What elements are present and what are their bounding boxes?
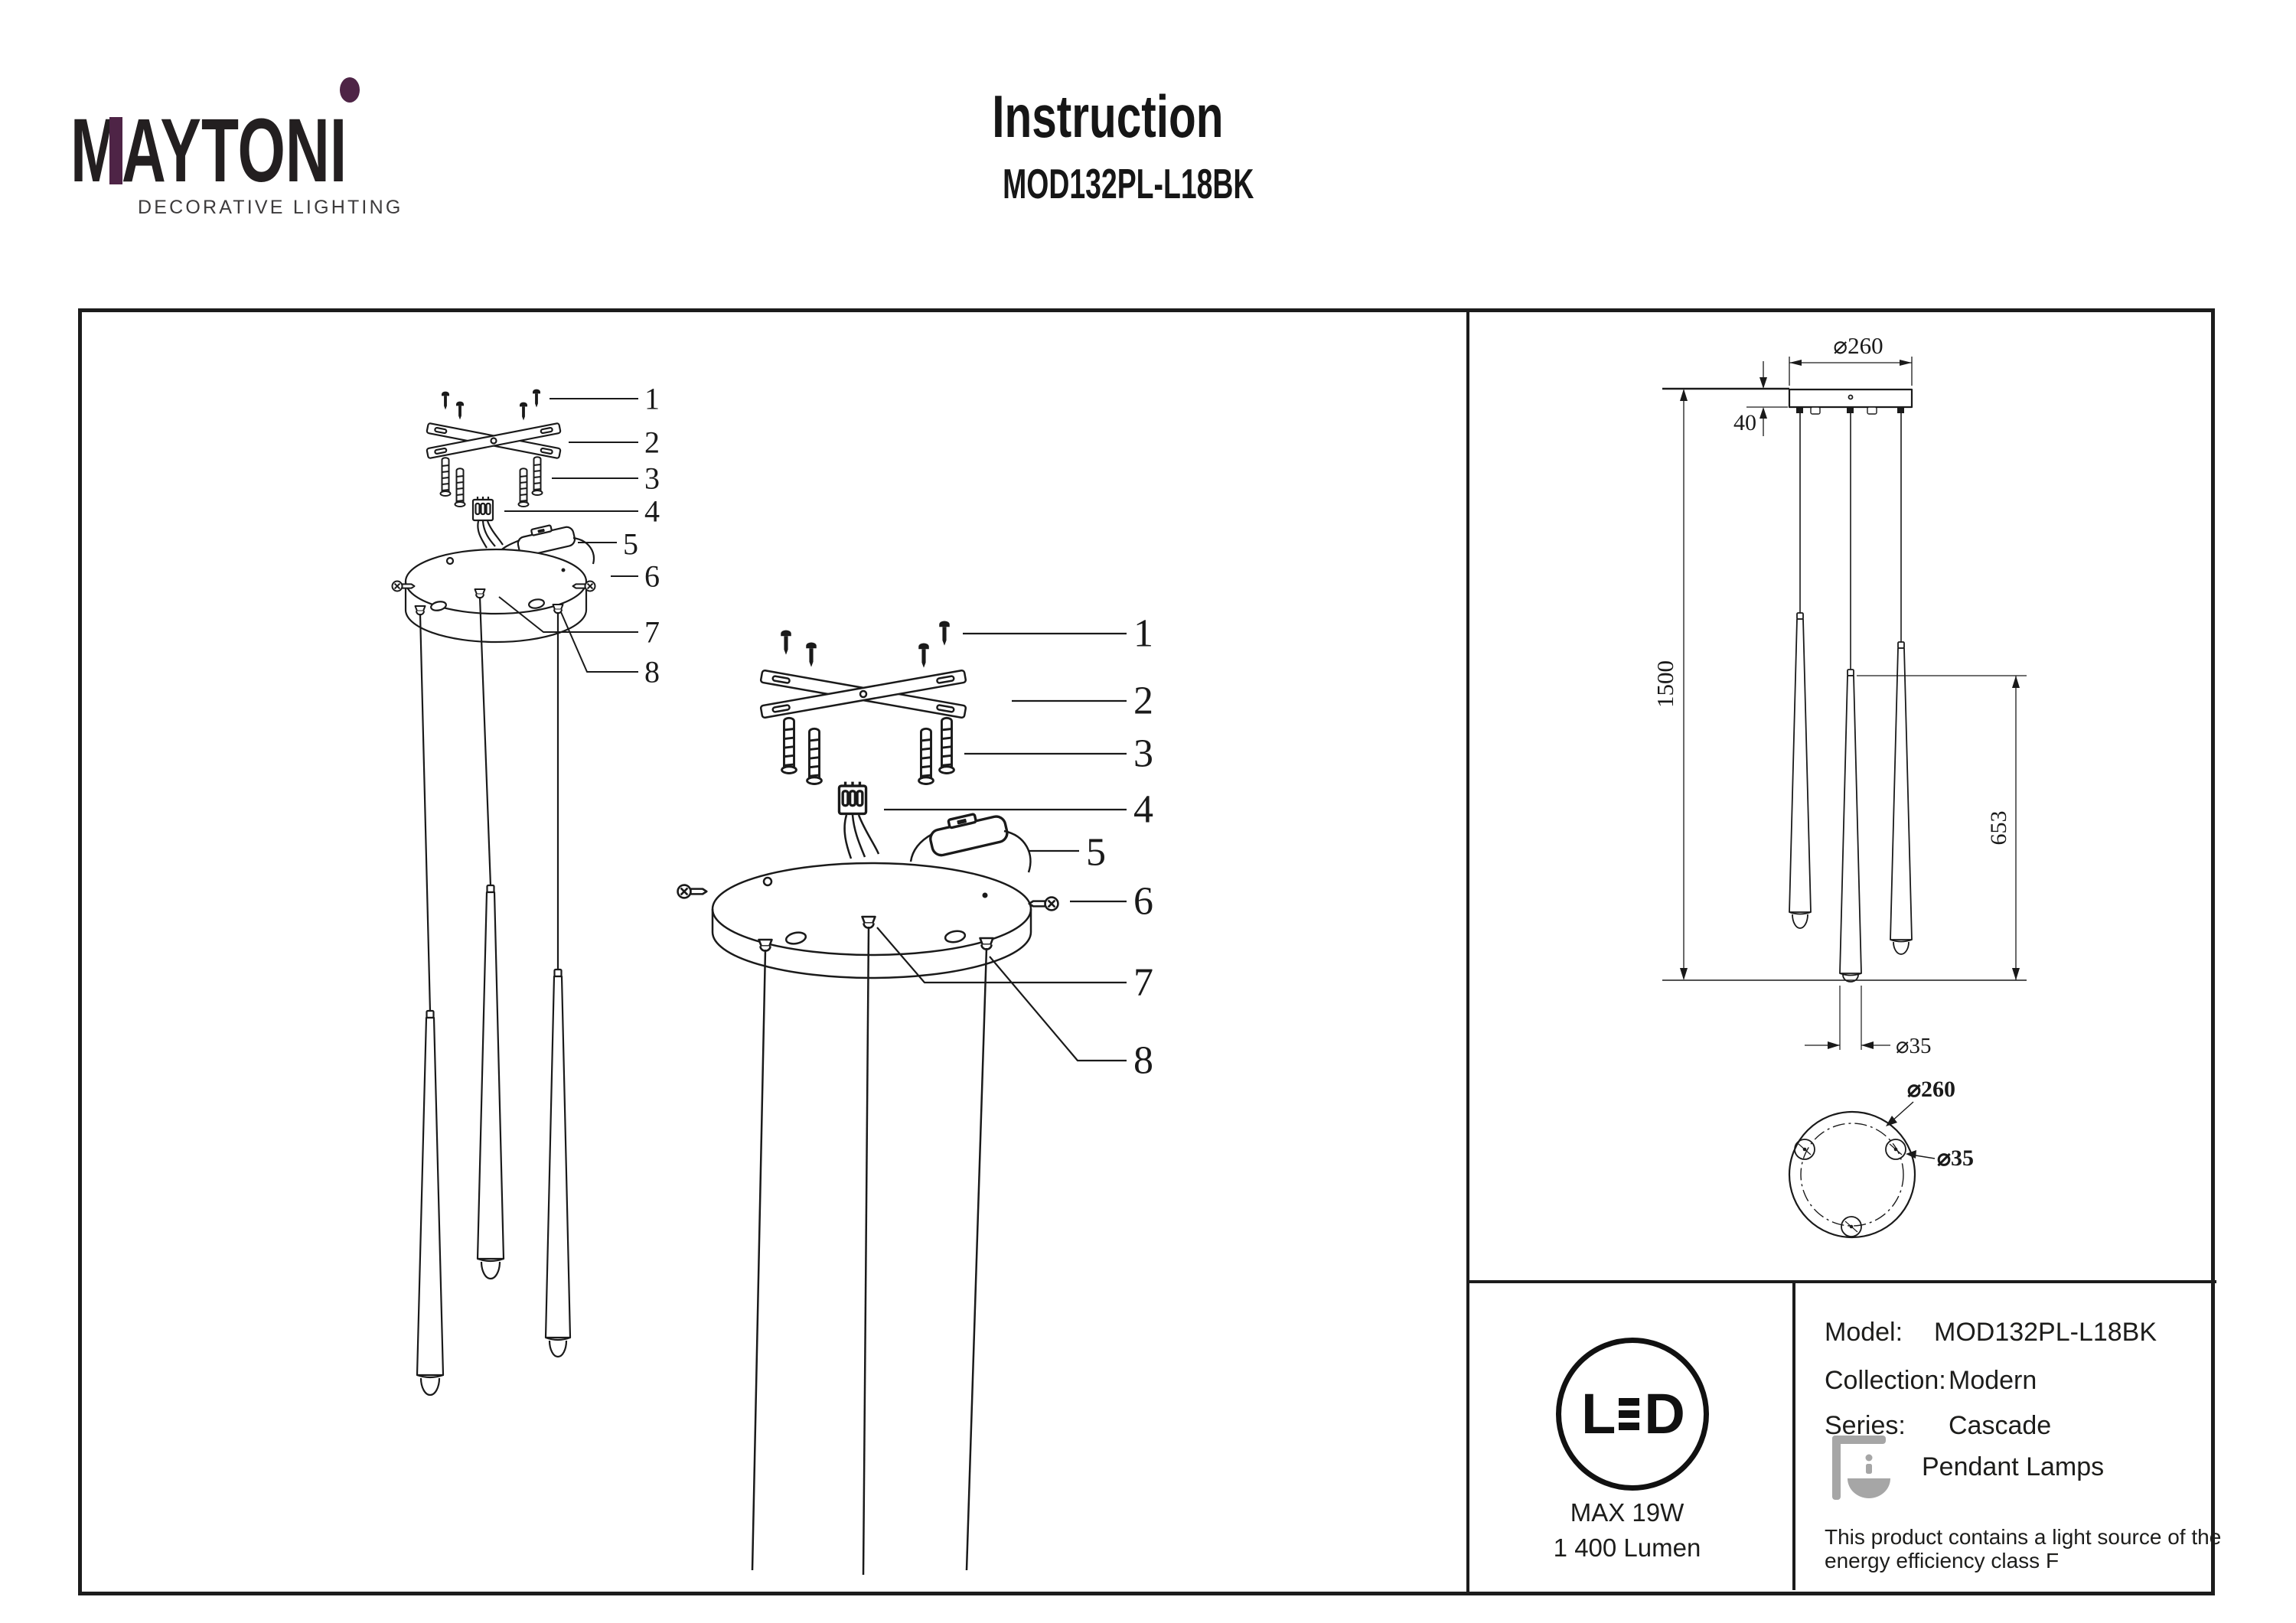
dim-bottom-hole: ⌀35 xyxy=(1937,1146,1974,1171)
dim-shade-length: 653 xyxy=(1986,811,2011,846)
brand-tagline: DECORATIVE LIGHTING xyxy=(138,197,403,218)
part-label-3-a: 3 xyxy=(644,461,660,496)
mounting-cross-bracket-b xyxy=(759,669,967,719)
max-power: MAX 19W xyxy=(1570,1498,1684,1527)
model-number: MOD132PL-L18BK xyxy=(1003,160,1254,207)
page-title: Instruction xyxy=(992,83,1224,150)
exploded-assembly-diagrams: 1 2 3 4 5 6 7 8 xyxy=(391,382,1153,1576)
part-label-7-b: 7 xyxy=(1133,961,1153,1005)
cable-grippers-a xyxy=(414,588,564,616)
pendant-shades-side-view xyxy=(1789,612,1913,983)
led-driver-a xyxy=(499,524,595,565)
leader-lines-b xyxy=(876,632,1127,1062)
exploded-diagram-2: 1 2 3 4 5 6 7 8 xyxy=(676,612,1153,1576)
series-value: Cascade xyxy=(1949,1411,2052,1440)
part-label-1-b: 1 xyxy=(1133,612,1153,656)
exploded-diagram-1: 1 2 3 4 5 6 7 8 xyxy=(391,382,660,1396)
part-label-4-a: 4 xyxy=(644,494,660,529)
dim-canopy-height: 40 xyxy=(1733,410,1756,435)
led-badge: L D xyxy=(1556,1338,1709,1491)
luminous-flux: 1 400 Lumen xyxy=(1553,1533,1701,1562)
led-letter-l: L xyxy=(1581,1382,1616,1445)
brand-i-dot xyxy=(340,77,360,103)
dim-canopy-diameter: ⌀260 xyxy=(1833,332,1883,359)
suspension-cables-a xyxy=(419,596,559,1012)
model-value: MOD132PL-L18BK xyxy=(1934,1318,2157,1347)
terminal-block-a xyxy=(471,497,504,549)
part-label-6-b: 6 xyxy=(1133,880,1153,924)
model-label: Model: xyxy=(1825,1318,1903,1347)
leader-lines-a xyxy=(498,398,638,673)
energy-note-line2: energy efficiency class F xyxy=(1825,1549,2060,1572)
content-frame xyxy=(78,308,2215,1595)
canopy-side-view xyxy=(1788,388,1913,409)
energy-note-line1: This product contains a light source of … xyxy=(1825,1525,2222,1549)
pendant-lamp-icon xyxy=(1832,1436,1890,1500)
suspension-cables-b xyxy=(751,926,988,1576)
led-letter-d: D xyxy=(1644,1382,1684,1445)
led-driver-b xyxy=(909,813,1032,873)
collection-label: Collection: xyxy=(1825,1366,1946,1395)
dimension-drawing: ⌀260 40 1500 653 ⌀35 ⌀260 ⌀35 xyxy=(1652,332,2027,1239)
dim-shade-diameter: ⌀35 xyxy=(1896,1034,1931,1058)
led-letter-e-bars xyxy=(1619,1398,1640,1430)
part-label-8-b: 8 xyxy=(1133,1039,1153,1083)
pendant-shades-a xyxy=(416,884,572,1396)
spec-panel-divider xyxy=(1792,1280,1795,1590)
series-label: Series: xyxy=(1825,1411,1906,1440)
type-value: Pendant Lamps xyxy=(1922,1452,2105,1481)
ceiling-canopy-a xyxy=(404,548,588,644)
mounting-cross-bracket-a xyxy=(426,422,562,459)
brand-m-accent-stroke xyxy=(109,117,122,184)
part-label-1-a: 1 xyxy=(644,382,660,416)
mounting-screws-small-a xyxy=(442,389,540,421)
collection-value: Modern xyxy=(1949,1366,2037,1395)
part-label-3-b: 3 xyxy=(1133,732,1153,776)
part-label-5-a: 5 xyxy=(623,527,638,562)
canopy-bottom-view xyxy=(1788,1110,1916,1239)
part-label-6-a: 6 xyxy=(644,559,660,594)
part-label-4-b: 4 xyxy=(1133,788,1153,832)
terminal-block-b xyxy=(837,781,880,859)
dim-bottom-diameter: ⌀260 xyxy=(1907,1077,1955,1102)
cable-grippers-b xyxy=(757,915,995,953)
mounting-screws-small-b xyxy=(781,621,950,668)
part-label-7-a: 7 xyxy=(644,615,660,650)
spec-panel-top-border xyxy=(1468,1280,2216,1283)
part-label-2-b: 2 xyxy=(1133,680,1153,723)
part-label-8-a: 8 xyxy=(644,655,660,689)
vertical-divider xyxy=(1466,308,1469,1592)
dim-total-drop: 1500 xyxy=(1652,660,1678,708)
wall-anchors-b xyxy=(780,716,956,786)
part-label-2-a: 2 xyxy=(644,425,660,460)
part-label-5-b: 5 xyxy=(1086,831,1106,875)
